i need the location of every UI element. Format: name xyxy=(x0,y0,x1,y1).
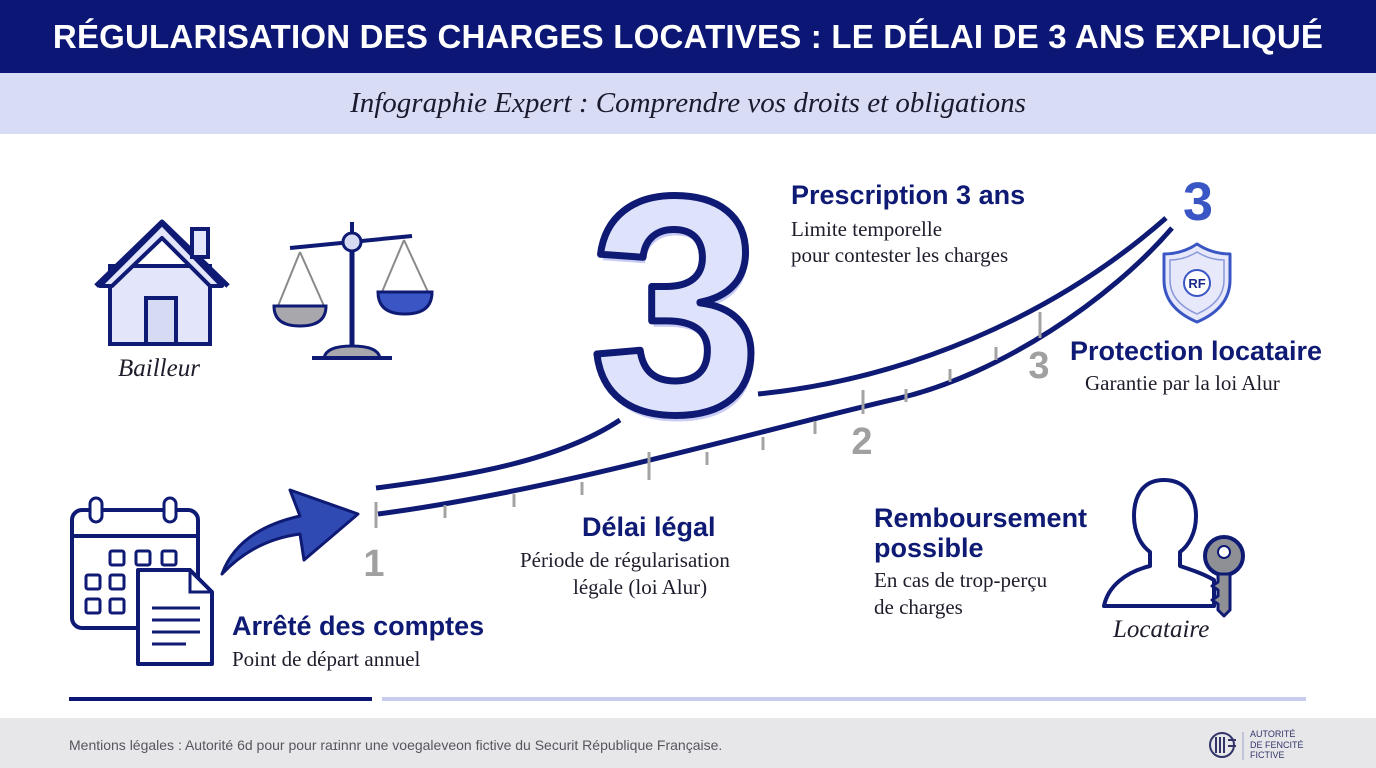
timeline-curves xyxy=(375,216,1174,517)
delai-title: Délai légal xyxy=(582,512,716,542)
arrete-desc: Point de départ annuel xyxy=(232,647,421,671)
big-number: 3 xyxy=(590,131,762,478)
prescription-title: Prescription 3 ans xyxy=(791,180,1026,210)
logo-line-3: FICTIVE xyxy=(1250,750,1285,760)
delai-desc-1: Période de régularisation xyxy=(520,548,730,572)
page-title: RÉGULARISATION DES CHARGES LOCATIVES : L… xyxy=(0,0,1376,73)
remboursement-desc-2: de charges xyxy=(874,595,963,619)
remboursement-desc-1: En cas de trop-perçu xyxy=(874,568,1048,592)
timeline-marker-3: 3 xyxy=(1028,345,1049,387)
timeline-marker-1: 1 xyxy=(363,543,384,585)
bailleur-label: Bailleur xyxy=(118,355,200,382)
page-subtitle: Infographie Expert : Comprendre vos droi… xyxy=(0,73,1376,134)
house-icon xyxy=(94,219,230,346)
timeline-end-marker: 3 xyxy=(1183,172,1213,232)
prescription-desc-2: pour contester les charges xyxy=(791,243,1009,267)
remboursement-title-1: Remboursement xyxy=(874,503,1088,533)
key-icon xyxy=(1203,535,1245,618)
shield-label: RF xyxy=(1188,276,1205,291)
shield-rf-icon: RF xyxy=(1162,242,1232,324)
protection-title: Protection locataire xyxy=(1070,336,1323,366)
timeline-marker-2: 2 xyxy=(851,421,872,463)
delai-desc-2: légale (loi Alur) xyxy=(573,575,708,599)
protection-desc: Garantie par la loi Alur xyxy=(1085,371,1280,395)
prescription-desc-1: Limite temporelle xyxy=(791,217,943,241)
arrete-title: Arrêté des comptes xyxy=(232,611,485,641)
document-icon xyxy=(136,568,214,666)
locataire-label: Locataire xyxy=(1113,616,1210,643)
remboursement-title-2: possible xyxy=(874,533,984,563)
person-icon xyxy=(1102,478,1216,608)
logo-line-2: DE FENCITÉ xyxy=(1250,739,1304,750)
logo-line-1: AUTORITÉ xyxy=(1250,729,1296,739)
footer xyxy=(0,718,1376,768)
timeline-ticks xyxy=(374,312,1042,528)
footer-legal-text: Mentions légales : Autorité 6d pour pour… xyxy=(69,737,723,753)
authority-logo-text: AUTORITÉ DE FENCITÉ FICTIVE xyxy=(1250,729,1320,761)
arrow-icon xyxy=(220,488,360,576)
big-number-shadow: 3 xyxy=(592,137,764,484)
scales-icon xyxy=(272,222,434,360)
